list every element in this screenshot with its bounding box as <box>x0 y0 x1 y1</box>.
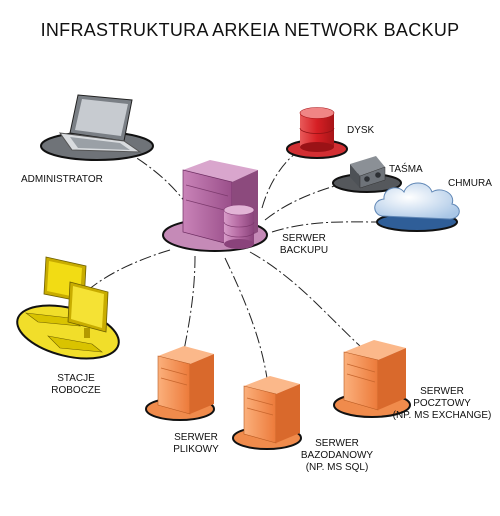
backup-server-label-line1: SERWER <box>282 233 326 244</box>
backup-server-node <box>162 160 268 252</box>
admin-node <box>40 94 154 161</box>
admin-label: ADMINISTRATOR <box>21 174 103 185</box>
cloud-node <box>374 182 460 232</box>
link-tape <box>264 182 346 221</box>
link-file-server <box>183 255 196 351</box>
file-server-label-line1: SERWER <box>174 432 218 443</box>
tape-label: TAŚMA <box>389 164 423 175</box>
mail-server-label-line3: (NP. MS EXCHANGE) <box>392 410 492 421</box>
db-server-label: SERWER BAZODANOWY (NP. MS SQL) <box>294 438 380 474</box>
link-db-server <box>224 257 269 386</box>
link-mail-server <box>249 251 371 356</box>
cloud-label: CHMURA <box>448 178 492 189</box>
mail-server-label-line2: POCZTOWY <box>413 398 471 409</box>
file-server-node <box>145 346 215 421</box>
page-title: INFRASTRUKTURA ARKEIA NETWORK BACKUP <box>40 20 460 40</box>
db-server-label-line1: SERWER <box>315 438 359 449</box>
tape-node <box>332 156 402 193</box>
db-server-label-line3: (NP. MS SQL) <box>305 462 369 473</box>
file-server-label-line2: PLIKOWY <box>173 444 219 455</box>
backup-server-label-line2: BACKUPU <box>279 245 329 256</box>
disk-label: DYSK <box>347 125 375 136</box>
mail-server-node <box>333 340 411 418</box>
backup-server-label: SERWER BACKUPU <box>276 233 332 257</box>
file-server-label: SERWER PLIKOWY <box>168 432 224 456</box>
workstations-label: STACJE ROBOCZE <box>46 373 106 397</box>
db-server-label-line2: BAZODANOWY <box>300 450 374 461</box>
workstations-label-line1: STACJE <box>57 373 95 384</box>
workstations-node <box>16 256 120 360</box>
workstations-label-line2: ROBOCZE <box>51 385 101 396</box>
link-disk <box>261 149 301 209</box>
mail-server-label: SERWER POCZTOWY (NP. MS EXCHANGE) <box>388 386 496 422</box>
mail-server-label-line1: SERWER <box>420 386 464 397</box>
link-cloud <box>271 221 381 233</box>
disk-node <box>286 107 348 159</box>
db-server-node <box>232 376 302 450</box>
